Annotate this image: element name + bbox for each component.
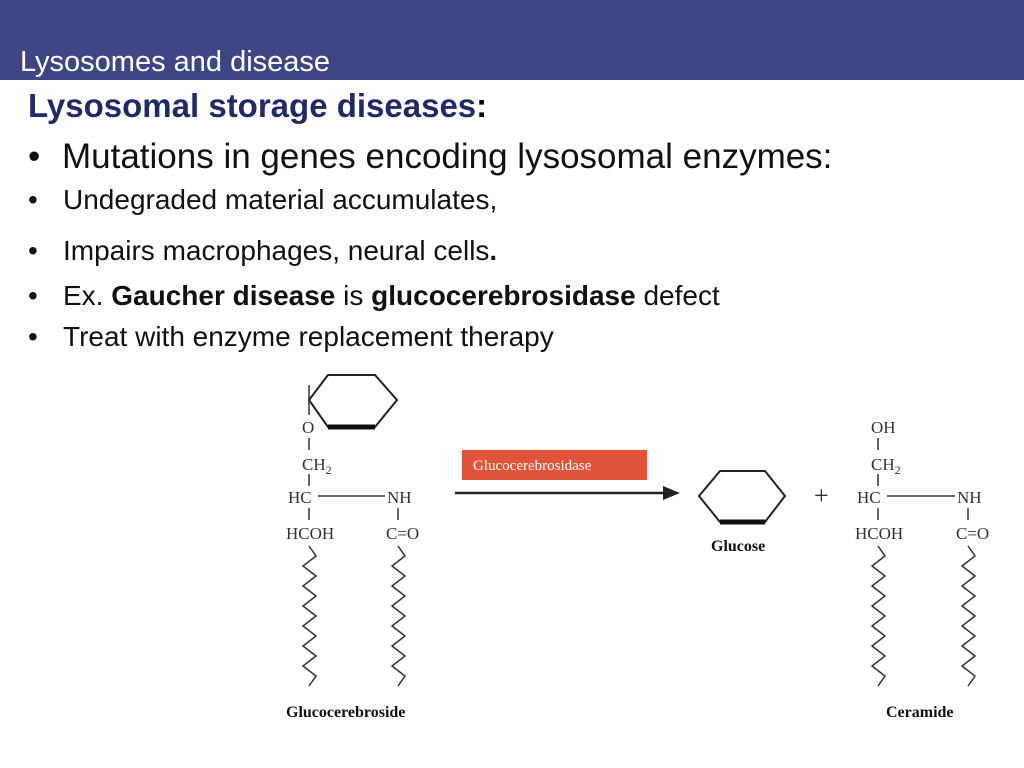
ceramide-structure: OH CH2 HC NH HCOH C=O Ceramide <box>855 418 989 721</box>
bullet-1: • Mutations in genes encoding lysosomal e… <box>28 136 832 178</box>
bullet-4: • Ex. Gaucher disease is glucocerebrosida… <box>28 278 720 314</box>
ceramide-chain-right <box>960 545 977 687</box>
plus-sign: + <box>814 481 829 510</box>
fatty-chain-left <box>301 545 318 687</box>
glucose-label: Glucose <box>711 538 765 555</box>
slide-title: Lysosomes and disease <box>20 46 331 78</box>
glucose-structure: Glucose <box>697 470 787 555</box>
bullet-4-disease: Gaucher disease <box>111 280 336 311</box>
bullet-5-text: Treat with enzyme replacement therapy <box>63 321 554 352</box>
ceramide-label: Ceramide <box>886 704 954 721</box>
heading-text: Lysosomal storage diseases <box>28 87 477 124</box>
ceramide-chain-left <box>870 545 887 687</box>
bullet-dot: • <box>28 184 38 215</box>
ceramide-nh-group: NH <box>957 488 982 507</box>
title-bar: Lysosomes and disease <box>0 0 1024 80</box>
ch2-group: CH2 <box>302 455 332 477</box>
bullet-dot: • <box>28 137 41 176</box>
bullet-4-post: defect <box>635 280 720 311</box>
glucose-ring-icon <box>307 374 399 428</box>
ceramide-ch2-group: CH2 <box>871 455 901 477</box>
arrow-head-icon <box>663 486 680 500</box>
oh-group: OH <box>871 418 896 437</box>
ceramide-hcoh-group: HCOH <box>855 524 903 543</box>
o-group: O <box>302 418 314 437</box>
ceramide-co-group: C=O <box>956 524 989 543</box>
co-group: C=O <box>386 524 419 543</box>
bullet-3-text: Impairs macrophages, neural cells <box>63 235 490 266</box>
bullet-5: • Treat with enzyme replacement therapy <box>28 319 554 355</box>
section-heading: Lysosomal storage diseases: <box>28 86 487 126</box>
bullet-dot: • <box>28 321 38 352</box>
hcoh-group: HCOH <box>286 524 334 543</box>
ceramide-hc-group: HC <box>857 488 881 507</box>
heading-colon: : <box>476 87 488 124</box>
glucocerebroside-label: Glucocerebroside <box>286 704 405 721</box>
enzyme-label: Glucocerebrosidase <box>473 458 592 474</box>
nh-group: NH <box>387 488 412 507</box>
bullet-3: • Impairs macrophages, neural cells. <box>28 233 497 269</box>
bullet-2-text: Undegraded material accumulates, <box>63 184 498 215</box>
bullet-1-text: Mutations in genes encoding lysosomal en… <box>62 137 833 176</box>
fatty-chain-right <box>390 545 407 687</box>
reaction-arrow: Glucocerebrosidase <box>455 450 680 500</box>
hc-group: HC <box>288 488 312 507</box>
bullet-4-enzyme: glucocerebrosidase <box>371 280 636 311</box>
glucocerebroside-structure: O CH2 HC NH HCOH C=O Glucocerebroside <box>286 374 419 721</box>
bullet-4-mid: is <box>335 280 372 311</box>
bullet-dot: • <box>28 235 38 266</box>
bullet-2: • Undegraded material accumulates, <box>28 182 497 218</box>
bullet-3-period: . <box>489 235 498 266</box>
enzyme-box <box>462 450 647 480</box>
bullet-4-pre: Ex. <box>63 280 112 311</box>
glucose-product-ring-icon <box>697 470 787 523</box>
bullet-dot: • <box>28 280 38 311</box>
